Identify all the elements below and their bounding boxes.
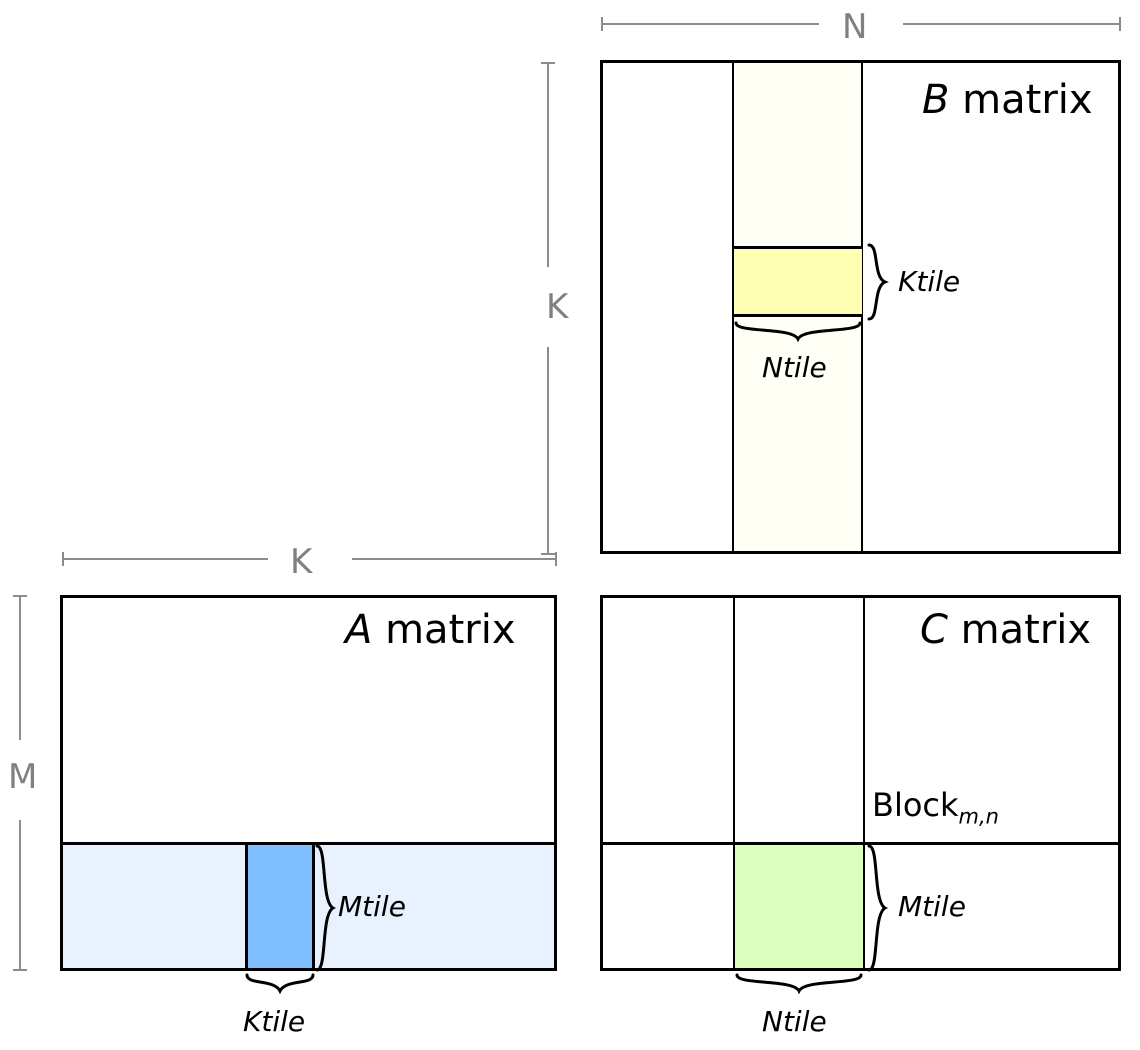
c-matrix-label: C matrix bbox=[920, 610, 1091, 650]
dimension-bar-m bbox=[13, 595, 27, 971]
a-matrix-divider-row bbox=[60, 842, 557, 845]
a-matrix-symbol: A bbox=[345, 607, 373, 653]
b-matrix-word: matrix bbox=[962, 77, 1093, 123]
b-matrix-symbol: B bbox=[922, 77, 950, 123]
a-matrix-ktile-label: Ktile bbox=[243, 1005, 306, 1038]
c-matrix-mtile-label: Mtile bbox=[898, 890, 966, 923]
a-matrix-label: A matrix bbox=[345, 610, 515, 650]
a-matrix-word: matrix bbox=[385, 607, 516, 653]
b-matrix-label: B matrix bbox=[922, 80, 1093, 120]
dimension-label-k-vertical: K bbox=[546, 287, 569, 327]
c-matrix-divider-right bbox=[863, 598, 865, 968]
brace-mtile-c bbox=[867, 844, 888, 972]
brace-ntile-b bbox=[734, 321, 862, 343]
dimension-bar-n bbox=[601, 17, 1121, 31]
a-matrix-ktile-tile bbox=[245, 845, 315, 968]
dimension-bar-k-vertical bbox=[541, 62, 555, 555]
c-matrix-word: matrix bbox=[960, 607, 1092, 653]
c-matrix-divider-row bbox=[600, 842, 1121, 845]
b-matrix-divider-left bbox=[732, 63, 734, 551]
dimension-label-m: M bbox=[8, 757, 38, 797]
brace-mtile-a bbox=[315, 844, 336, 972]
c-matrix-divider-left bbox=[733, 598, 735, 968]
c-matrix-block-tile bbox=[735, 845, 863, 968]
block-subscript: m,n bbox=[958, 804, 999, 829]
c-matrix-block-label: Blockm,n bbox=[872, 789, 999, 827]
b-matrix-ntile-label: Ntile bbox=[762, 351, 827, 384]
brace-ntile-c bbox=[735, 973, 863, 995]
b-matrix-ktile-label: Ktile bbox=[898, 265, 961, 298]
c-matrix-ntile-label: Ntile bbox=[762, 1005, 827, 1038]
a-matrix-mtile-label: Mtile bbox=[338, 890, 406, 923]
b-matrix-divider-right bbox=[861, 63, 863, 551]
c-matrix-symbol: C bbox=[920, 607, 948, 653]
dimension-label-k-horizontal: K bbox=[290, 542, 313, 582]
brace-ktile-a bbox=[245, 973, 315, 995]
dimension-label-n: N bbox=[842, 7, 868, 47]
dimension-bar-k-horizontal bbox=[62, 552, 557, 566]
b-matrix-ktile-tile bbox=[734, 246, 862, 317]
brace-ktile-b bbox=[867, 243, 889, 321]
block-text: Block bbox=[872, 786, 959, 824]
